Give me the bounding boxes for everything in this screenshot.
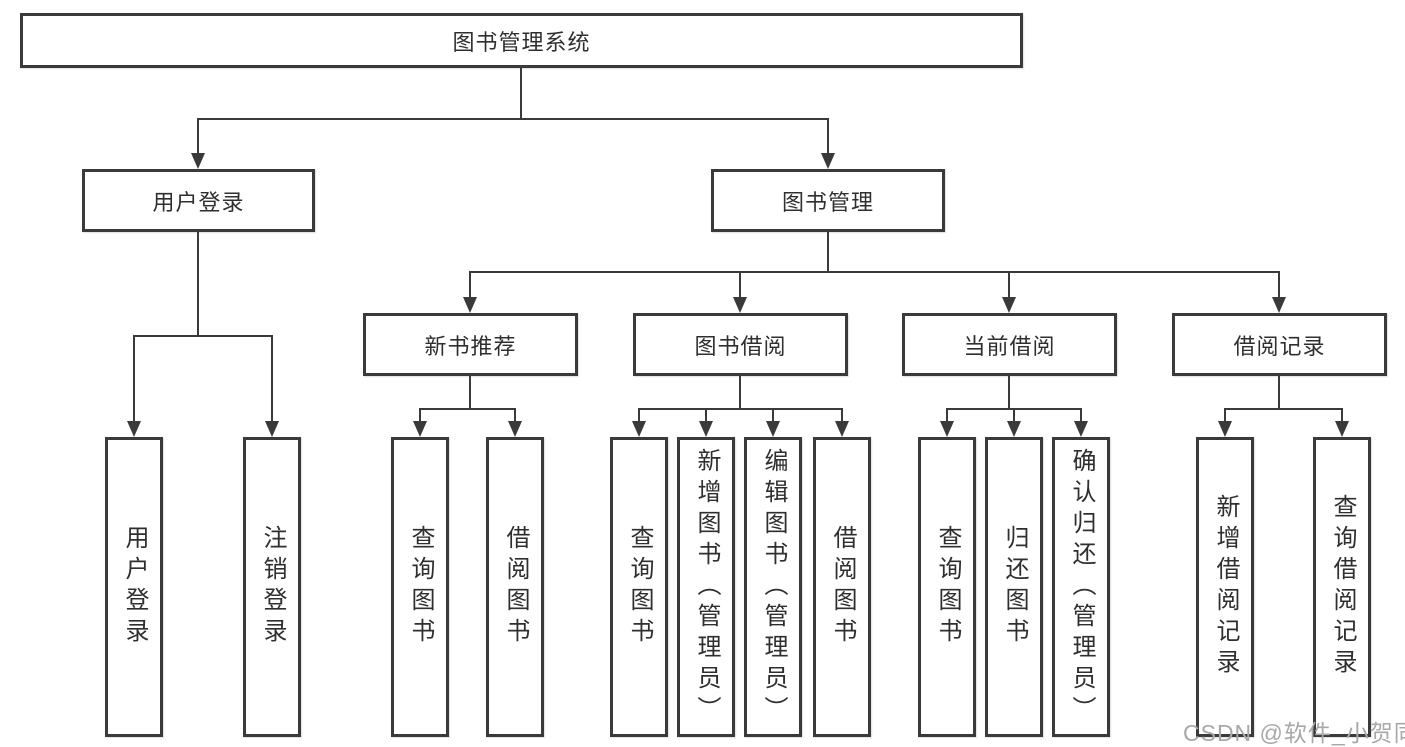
connector-borrow-record-rail bbox=[1224, 408, 1342, 410]
leaf-confirm-return-admin: 确认归还（管理员） bbox=[1052, 437, 1110, 737]
connector-leaf bbox=[946, 408, 948, 422]
leaf-query-borrow-record: 查询借阅记录 bbox=[1313, 437, 1371, 737]
connector-root-to-user-login bbox=[197, 118, 199, 154]
connector-leaf bbox=[1013, 408, 1015, 422]
leaf-user-login: 用户登录 bbox=[105, 437, 163, 737]
connector-to-book-borrow bbox=[739, 271, 741, 299]
connector-leaf bbox=[1224, 408, 1226, 422]
leaf-return-books: 归还图书 bbox=[985, 437, 1043, 737]
leaf-query-books-recommend: 查询图书 bbox=[391, 437, 449, 737]
arrow-down-icon bbox=[463, 297, 477, 313]
connector-leaf bbox=[638, 408, 640, 422]
arrow-down-icon bbox=[127, 421, 141, 437]
connector-leaf bbox=[514, 408, 516, 422]
connector-new-book-rail bbox=[419, 408, 515, 410]
node-book-management: 图书管理 bbox=[711, 169, 945, 232]
leaf-label: 编辑图书（管理员） bbox=[760, 447, 787, 727]
node-borrow-record: 借阅记录 bbox=[1172, 313, 1387, 376]
leaf-label: 查询图书 bbox=[626, 525, 653, 649]
node-label: 当前借阅 bbox=[963, 333, 1056, 359]
node-label: 新书推荐 bbox=[424, 333, 517, 359]
arrow-down-icon bbox=[1002, 297, 1016, 313]
connector-root-rail bbox=[197, 118, 829, 120]
connector-book-borrow-stem bbox=[739, 376, 741, 408]
connector-borrow-record-stem bbox=[1278, 376, 1280, 408]
arrow-down-icon bbox=[766, 421, 780, 437]
connector-leaf bbox=[1080, 408, 1082, 422]
arrow-down-icon bbox=[265, 421, 279, 437]
connector-root-stem bbox=[520, 68, 522, 118]
leaf-logout: 注销登录 bbox=[243, 437, 301, 737]
arrow-down-icon bbox=[1007, 421, 1021, 437]
arrow-down-icon bbox=[835, 421, 849, 437]
connector-to-current-borrow bbox=[1008, 271, 1010, 299]
leaf-borrow-books-recommend: 借阅图书 bbox=[486, 437, 544, 737]
arrow-down-icon bbox=[1074, 421, 1088, 437]
connector-to-leaf-user-login bbox=[133, 335, 135, 422]
arrow-down-icon bbox=[1218, 421, 1232, 437]
csdn-watermark: CSDN @软件_小贺同学 bbox=[1183, 720, 1405, 746]
arrow-down-icon bbox=[699, 421, 713, 437]
leaf-borrow-books: 借阅图书 bbox=[813, 437, 871, 737]
leaf-query-books-borrow: 查询图书 bbox=[610, 437, 668, 737]
node-book-borrow: 图书借阅 bbox=[633, 313, 848, 376]
connector-root-to-book-mgmt bbox=[827, 118, 829, 154]
leaf-label: 注销登录 bbox=[259, 525, 286, 649]
node-current-borrow: 当前借阅 bbox=[902, 313, 1117, 376]
connector-user-login-stem bbox=[197, 232, 199, 335]
connector-to-borrow-record bbox=[1278, 271, 1280, 299]
node-label: 借阅记录 bbox=[1233, 333, 1326, 359]
leaf-label: 确认归还（管理员） bbox=[1068, 447, 1095, 727]
leaf-label: 查询图书 bbox=[407, 525, 434, 649]
node-label: 图书借阅 bbox=[694, 333, 787, 359]
leaf-label: 新增借阅记录 bbox=[1212, 494, 1239, 680]
connector-book-borrow-rail bbox=[638, 408, 842, 410]
node-new-book-recommend: 新书推荐 bbox=[363, 313, 578, 376]
arrow-down-icon bbox=[821, 153, 835, 169]
leaf-label: 借阅图书 bbox=[829, 525, 856, 649]
arrow-down-icon bbox=[508, 421, 522, 437]
connector-book-mgmt-rail bbox=[469, 271, 1279, 273]
leaf-label: 查询借阅记录 bbox=[1329, 494, 1356, 680]
connector-new-book-stem bbox=[469, 376, 471, 408]
node-label: 图书管理系统 bbox=[452, 29, 591, 55]
connector-leaf bbox=[1341, 408, 1343, 422]
leaf-label: 新增图书（管理员） bbox=[693, 447, 720, 727]
leaf-label: 查询图书 bbox=[934, 525, 961, 649]
leaf-label: 用户登录 bbox=[121, 525, 148, 649]
connector-leaf bbox=[841, 408, 843, 422]
connector-leaf bbox=[772, 408, 774, 422]
connector-user-login-rail bbox=[133, 335, 273, 337]
arrow-down-icon bbox=[1335, 421, 1349, 437]
connector-leaf bbox=[705, 408, 707, 422]
leaf-add-books-admin: 新增图书（管理员） bbox=[677, 437, 735, 737]
leaf-label: 借阅图书 bbox=[502, 525, 529, 649]
connector-book-mgmt-stem bbox=[827, 232, 829, 271]
arrow-down-icon bbox=[940, 421, 954, 437]
node-library-management-system: 图书管理系统 bbox=[20, 13, 1023, 68]
arrow-down-icon bbox=[632, 421, 646, 437]
leaf-add-borrow-record: 新增借阅记录 bbox=[1196, 437, 1254, 737]
leaf-query-books-current: 查询图书 bbox=[918, 437, 976, 737]
connector-current-borrow-stem bbox=[1008, 376, 1010, 408]
connector-leaf bbox=[419, 408, 421, 422]
arrow-down-icon bbox=[733, 297, 747, 313]
arrow-down-icon bbox=[413, 421, 427, 437]
connector-to-new-book bbox=[469, 271, 471, 299]
connector-to-leaf-logout bbox=[271, 335, 273, 422]
arrow-down-icon bbox=[1272, 297, 1286, 313]
node-label: 图书管理 bbox=[781, 189, 874, 215]
arrow-down-icon bbox=[191, 153, 205, 169]
leaf-edit-books-admin: 编辑图书（管理员） bbox=[744, 437, 802, 737]
leaf-label: 归还图书 bbox=[1001, 525, 1028, 649]
node-user-login-group: 用户登录 bbox=[82, 169, 315, 232]
node-label: 用户登录 bbox=[152, 189, 245, 215]
